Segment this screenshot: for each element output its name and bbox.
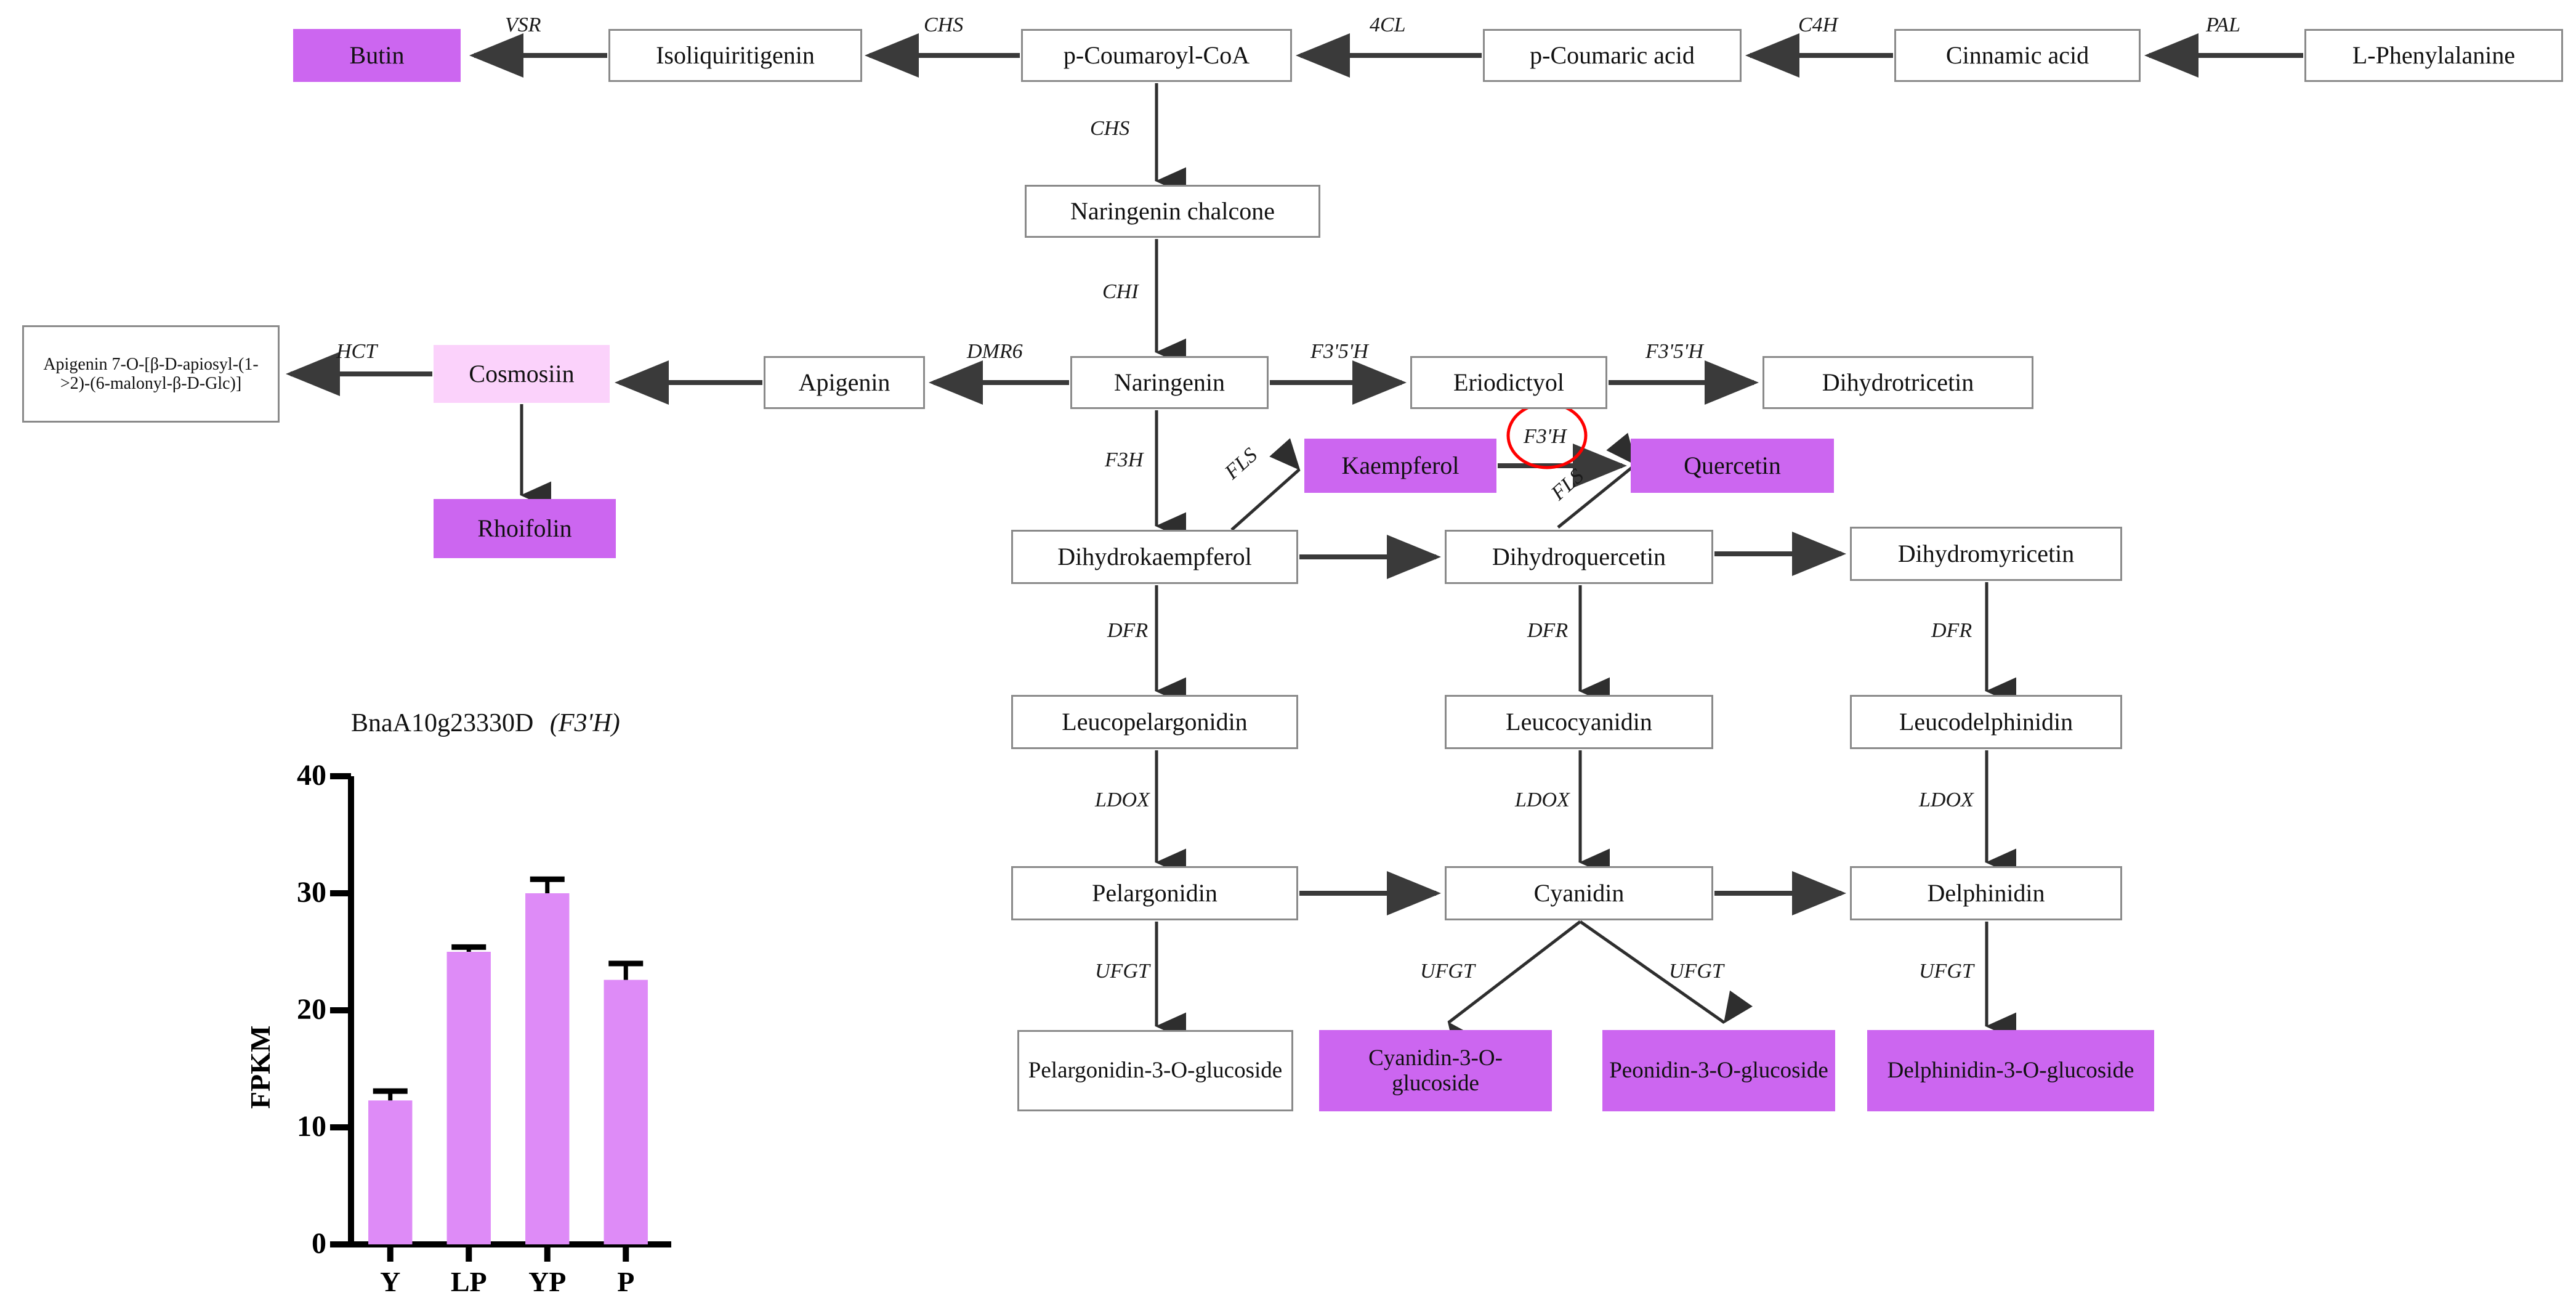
pathway-node-peonidin3og: Peonidin-3-O-glucoside xyxy=(1602,1030,1835,1111)
enzyme-label-ldox1: LDOX xyxy=(1095,789,1150,811)
enzyme-label-ldox3: LDOX xyxy=(1919,789,1974,811)
enzyme-label-f35h2: F3'5'H xyxy=(1645,340,1703,363)
pathway-node-cinnamic: Cinnamic acid xyxy=(1894,29,2141,82)
pathway-node-apigenin: Apigenin xyxy=(764,356,925,409)
enzyme-label-dfr3: DFR xyxy=(1931,619,1972,642)
enzyme-label-dfr2: DFR xyxy=(1527,619,1569,642)
enzyme-label-ldox2: LDOX xyxy=(1515,789,1570,811)
enzyme-label-hct: HCT xyxy=(336,340,378,363)
enzyme-label-vsr: VSR xyxy=(505,14,541,36)
horizontal-arrows xyxy=(286,33,2303,915)
chart-title: BnaA10g23330D (F3'H) xyxy=(351,708,620,738)
pathway-node-quercetin: Quercetin xyxy=(1631,439,1834,493)
enzyme-label-ufgt1: UFGT xyxy=(1095,960,1150,983)
enzyme-label-c4h: C4H xyxy=(1798,14,1838,36)
pathway-node-delphinidin: Delphinidin xyxy=(1850,866,2122,920)
chart-x-tick-P: P xyxy=(617,1266,635,1297)
chart-plot-area xyxy=(330,773,671,1262)
enzyme-label-ufgt4: UFGT xyxy=(1919,960,1974,983)
enzyme-label-chs1: CHS xyxy=(924,14,964,36)
chart-y-tick-30: 30 xyxy=(297,876,326,909)
pathway-node-delph3og: Delphinidin-3-O-glucoside xyxy=(1867,1030,2154,1111)
pathway-node-isoliq: Isoliquiritigenin xyxy=(608,29,862,82)
vertical-arrows xyxy=(520,83,2017,1055)
pathway-node-leucodelph: Leucodelphinidin xyxy=(1850,695,2122,749)
chart-x-tick-Y: Y xyxy=(380,1266,401,1297)
enzyme-label-ufgt3: UFGT xyxy=(1669,960,1724,983)
chart-y-tick-40: 40 xyxy=(297,759,326,792)
enzyme-label-f3h: F3H xyxy=(1105,448,1144,471)
pathway-node-cyanidin: Cyanidin xyxy=(1445,866,1713,920)
enzyme-label-chi: CHI xyxy=(1102,280,1139,303)
pathway-node-leucocyanidin: Leucocyanidin xyxy=(1445,695,1713,749)
pathway-node-cosmosiin: Cosmosiin xyxy=(434,345,610,403)
enzyme-label-dmr6: DMR6 xyxy=(967,340,1023,363)
pathway-node-pcoumacid: p-Coumaric acid xyxy=(1483,29,1742,82)
pathway-node-cyanidin3og: Cyanidin-3-O-glucoside xyxy=(1319,1030,1552,1111)
chart-x-tick-YP: YP xyxy=(528,1266,567,1297)
chart-x-tick-LP: LP xyxy=(450,1266,487,1297)
chart-title-gene: BnaA10g23330D xyxy=(351,709,534,737)
pathway-node-rhoifolin: Rhoifolin xyxy=(434,499,616,558)
chart-y-tick-10: 10 xyxy=(297,1110,326,1143)
pathway-node-kaempferol: Kaempferol xyxy=(1304,439,1496,493)
chart-y-tick-20: 20 xyxy=(297,993,326,1026)
pathway-node-naringenin: Naringenin xyxy=(1070,356,1269,409)
enzyme-label-f3ph: F3'H xyxy=(1524,425,1567,448)
pathway-node-pelargo3og: Pelargonidin-3-O-glucoside xyxy=(1017,1030,1293,1111)
enzyme-label-pal: PAL xyxy=(2206,14,2241,36)
pathway-node-dihydrotricetin: Dihydrotricetin xyxy=(1762,356,2033,409)
pathway-node-dhmyricetin: Dihydromyricetin xyxy=(1850,527,2122,581)
pathway-node-eriodictyol: Eriodictyol xyxy=(1410,356,1607,409)
enzyme-label-4cl: 4CL xyxy=(1370,14,1406,36)
enzyme-label-f35h1: F3'5'H xyxy=(1310,340,1368,363)
pathway-node-narchalcone: Naringenin chalcone xyxy=(1025,185,1320,238)
pathway-node-apigenin7o: Apigenin 7-O-[β-D-apiosyl-(1->2)-(6-malo… xyxy=(22,325,280,423)
enzyme-label-ufgt2: UFGT xyxy=(1420,960,1475,983)
chart-y-tick-0: 0 xyxy=(312,1227,326,1260)
pathway-node-lphe: L-Phenylalanine xyxy=(2304,29,2563,82)
pathway-node-pelargonidin: Pelargonidin xyxy=(1011,866,1298,920)
pathway-node-dhquercetin: Dihydroquercetin xyxy=(1445,530,1713,584)
chart-title-enzyme: (F3'H) xyxy=(549,709,620,737)
enzyme-label-dfr1: DFR xyxy=(1107,619,1149,642)
pathway-node-leucopelargo: Leucopelargonidin xyxy=(1011,695,1298,749)
pathway-node-butin: Butin xyxy=(293,29,461,82)
enzyme-label-chs2: CHS xyxy=(1090,117,1130,140)
pathway-node-pcoumcoa: p-Coumaroyl-CoA xyxy=(1021,29,1292,82)
pathway-node-dhkaempferol: Dihydrokaempferol xyxy=(1011,530,1298,584)
